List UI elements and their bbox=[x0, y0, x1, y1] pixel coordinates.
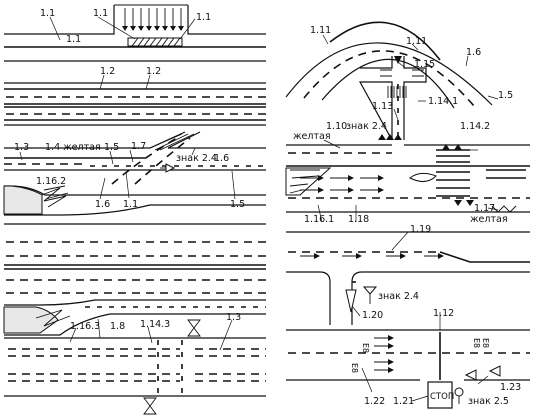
yield-marking-1-20 bbox=[345, 281, 357, 313]
label-1-3: 1.3 bbox=[14, 142, 29, 153]
label-1-5-a: 1.5 bbox=[104, 142, 119, 153]
stop-sign-2-5 bbox=[454, 387, 464, 404]
road-number-left-top: Е8 bbox=[361, 343, 370, 353]
road-number-left-bottom: Е8 bbox=[350, 363, 359, 373]
yield-markings-1-13 bbox=[378, 134, 402, 140]
hatched-island bbox=[127, 37, 183, 47]
stop-word-marking: СТОП bbox=[430, 392, 454, 402]
label-sign-2-5: знак 2.5 bbox=[468, 396, 509, 407]
panel-2-road-1-2: 1.2 1.2 bbox=[4, 66, 266, 126]
road-number-right-top: Е8 bbox=[472, 338, 481, 348]
label-1-12: 1.12 bbox=[433, 308, 454, 319]
label-1-16-2: 1.16.2 bbox=[36, 176, 66, 187]
panel-1-road-1-1: 1.1 1.1 1.1 1.1 bbox=[4, 4, 266, 62]
label-1-2-b: 1.2 bbox=[146, 66, 161, 77]
gore-area bbox=[3, 185, 69, 215]
stop-marking-1-21: СТОП bbox=[427, 381, 454, 409]
label-1-20: 1.20 bbox=[362, 310, 383, 321]
label-sign-2-4-r1: знак 2.4 bbox=[346, 121, 387, 132]
lane-arrows-r2 bbox=[300, 253, 444, 259]
pedestrian-crossing-sign-bottom bbox=[143, 397, 157, 415]
yield-triangles-1-23 bbox=[464, 365, 501, 381]
label-1-15: 1.15 bbox=[414, 59, 435, 70]
label-1-5-b: 1.5 bbox=[230, 199, 245, 210]
label-sign-2-4-left: знак 2.4 bbox=[176, 153, 217, 164]
label-1-16-1: 1.16.1 bbox=[304, 214, 334, 225]
panel-5-bottom-road: 1.16.3 1.8 1.14.3 1.3 bbox=[4, 312, 266, 415]
label-1-14-2: 1.14.2 bbox=[460, 121, 490, 132]
yield-sign-2-4 bbox=[160, 163, 176, 173]
label-1-18: 1.18 bbox=[348, 214, 369, 225]
panel-r2-side-access: 1.19 знак 2.4 1.20 bbox=[286, 224, 530, 325]
panel-r3-stop-intersection: Е8 Е8 Е8 Е8 СТОП 1.12 1.22 1.21 знак 2.5… bbox=[286, 308, 530, 409]
label-1-6-b: 1.6 bbox=[95, 199, 110, 210]
main-road bbox=[285, 134, 530, 213]
lane-arrows bbox=[300, 175, 384, 193]
label-1-13: 1.13 bbox=[372, 101, 393, 112]
road-number-right-bottom: Е8 bbox=[481, 338, 490, 348]
label-1-7: 1.7 bbox=[131, 141, 146, 152]
label-yellow-1-10: желтая bbox=[293, 131, 331, 142]
label-1-6-a: 1.6 bbox=[214, 153, 229, 164]
label-1-1-c: 1.1 bbox=[196, 12, 211, 23]
label-1-1-b: 1.1 bbox=[93, 8, 108, 19]
label-1-17: 1.17 bbox=[474, 203, 495, 214]
label-1-23: 1.23 bbox=[500, 382, 521, 393]
panel-r1-arch-junction: 1.11 1.11 1.6 1.5 1.15 1.14.1 1.13 1.10 … bbox=[285, 21, 530, 225]
label-1-22: 1.22 bbox=[364, 396, 385, 407]
label-1-14-1: 1.14.1 bbox=[428, 96, 458, 107]
overpass-junction bbox=[358, 56, 427, 141]
panel-3-ramp: 1.3 1.4 желтая 1.5 1.7 знак 2.4 1.6 1.6 … bbox=[3, 131, 266, 216]
label-1-5-r: 1.5 bbox=[498, 90, 513, 101]
crossing-arrows bbox=[122, 8, 184, 31]
label-1-10: 1.10 bbox=[326, 121, 347, 132]
label-1-11-b: 1.11 bbox=[406, 36, 427, 47]
label-1-4: 1.4 желтая bbox=[45, 142, 101, 153]
label-1-14-3: 1.14.3 bbox=[140, 319, 170, 330]
stop-zone-1-14-2 bbox=[436, 144, 474, 206]
zigzag-1-17 bbox=[491, 205, 517, 213]
label-1-11-a: 1.11 bbox=[310, 25, 331, 36]
label-1-2-a: 1.2 bbox=[100, 66, 115, 77]
lane-arrows-r3 bbox=[374, 335, 394, 373]
label-1-16-3: 1.16.3 bbox=[70, 321, 100, 332]
gore-area-lower bbox=[3, 306, 71, 334]
label-1-1-e: 1.1 bbox=[123, 199, 138, 210]
label-yellow-1-17: желтая bbox=[470, 214, 508, 225]
label-1-1-a: 1.1 bbox=[40, 8, 55, 19]
panel-4-wide-road bbox=[3, 223, 266, 336]
label-1-21: 1.21 bbox=[393, 396, 414, 407]
label-1-3-b: 1.3 bbox=[226, 312, 241, 323]
label-1-1-d: 1.1 bbox=[66, 34, 81, 45]
pedestrian-crossing-sign-top bbox=[187, 319, 201, 337]
label-sign-2-4-r2: знак 2.4 bbox=[378, 291, 419, 302]
label-1-19: 1.19 bbox=[410, 224, 431, 235]
label-1-8: 1.8 bbox=[110, 321, 125, 332]
label-1-6-r: 1.6 bbox=[466, 47, 481, 58]
yield-sign-2-4-r2 bbox=[362, 286, 378, 304]
